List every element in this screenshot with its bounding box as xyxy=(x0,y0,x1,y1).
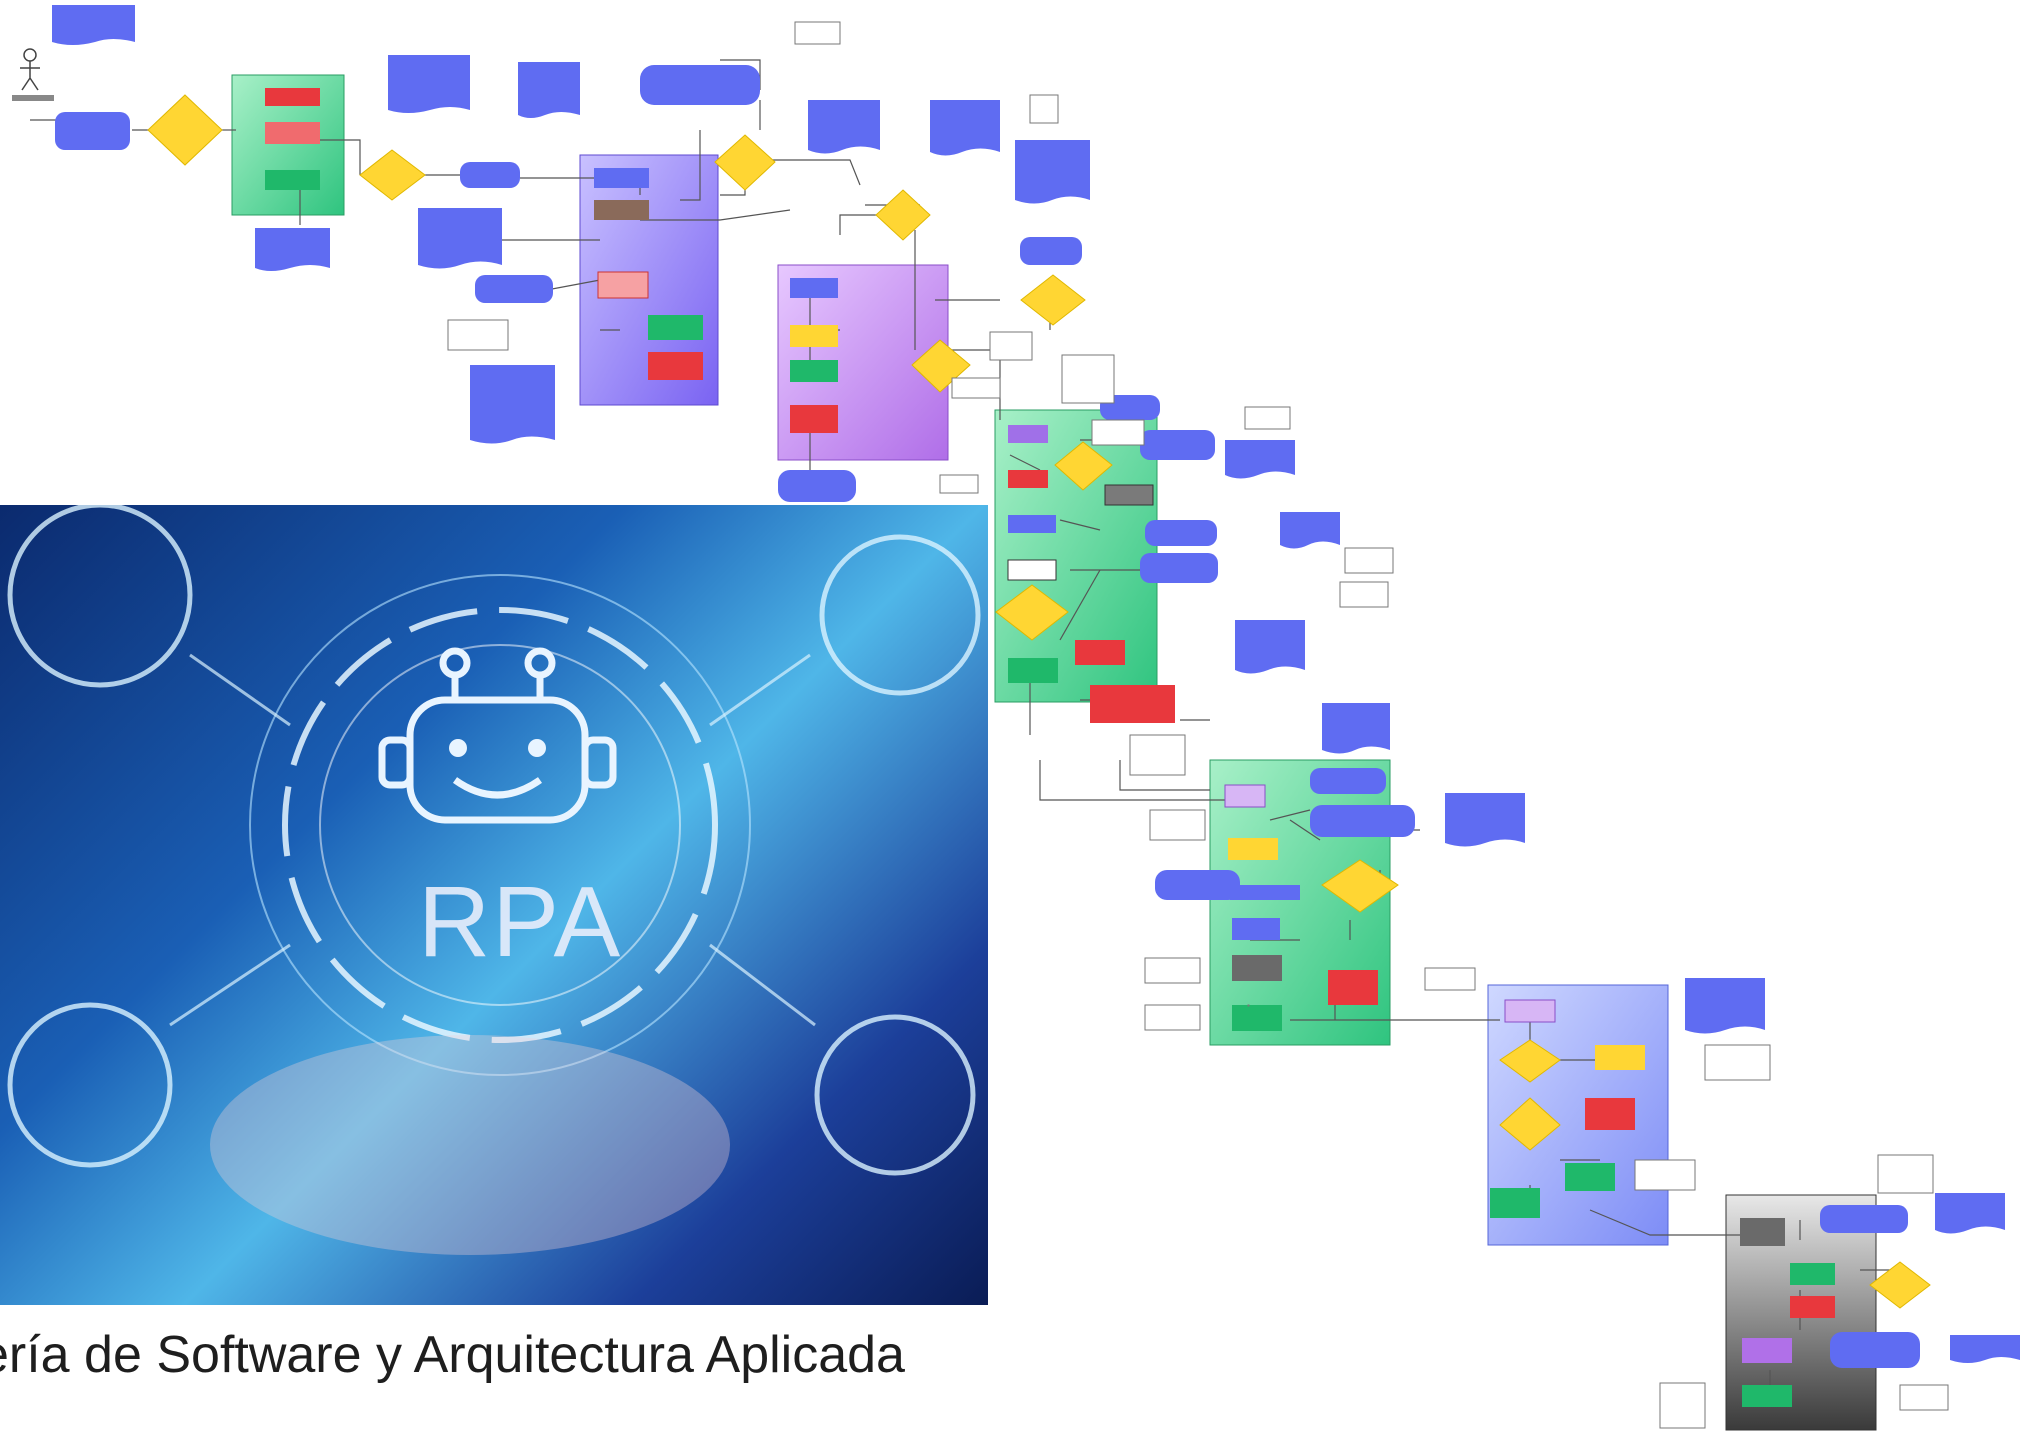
task xyxy=(1490,1188,1540,1218)
actor-icon xyxy=(20,48,40,91)
task xyxy=(1090,685,1175,723)
document xyxy=(388,55,470,113)
document xyxy=(1230,885,1300,900)
task xyxy=(1585,1098,1635,1130)
task xyxy=(1232,1005,1282,1031)
document xyxy=(1225,440,1295,479)
rpa-label: RPA xyxy=(418,866,623,978)
task xyxy=(1008,515,1056,533)
task xyxy=(594,200,649,220)
actor-label xyxy=(12,95,54,101)
process-nodes xyxy=(55,65,1920,1368)
task xyxy=(790,405,838,433)
document xyxy=(518,62,580,118)
task xyxy=(790,278,838,298)
task xyxy=(1232,955,1282,981)
document xyxy=(1322,703,1390,754)
decision-nodes xyxy=(147,94,1931,1309)
task xyxy=(1742,1385,1792,1407)
task xyxy=(648,352,703,380)
node xyxy=(1310,805,1415,837)
task xyxy=(648,315,703,340)
task xyxy=(1565,1163,1615,1191)
task xyxy=(265,122,320,144)
task xyxy=(1790,1263,1835,1285)
rpa-artwork xyxy=(7,505,981,1255)
node xyxy=(1020,237,1082,265)
document xyxy=(1015,140,1090,204)
document xyxy=(1445,793,1525,847)
document xyxy=(1685,978,1765,1034)
task xyxy=(1504,999,1556,1023)
document xyxy=(418,208,502,269)
node xyxy=(1100,395,1160,420)
task xyxy=(790,360,838,382)
document xyxy=(470,365,555,444)
task xyxy=(790,325,838,347)
node xyxy=(640,65,760,105)
document xyxy=(1935,1193,2005,1234)
task xyxy=(1007,559,1057,581)
task xyxy=(1008,425,1048,443)
node xyxy=(55,112,130,150)
node xyxy=(475,275,553,303)
node xyxy=(460,162,520,188)
task xyxy=(1008,658,1058,683)
node xyxy=(1820,1205,1908,1233)
document xyxy=(1280,512,1340,549)
slide-caption: ería de Software y Arquitectura Aplicada xyxy=(0,1326,905,1384)
task xyxy=(594,168,649,188)
node xyxy=(1140,553,1218,583)
task-boxes xyxy=(265,88,1835,1407)
node xyxy=(1155,870,1240,900)
node xyxy=(778,470,856,502)
node xyxy=(1830,1332,1920,1368)
task xyxy=(1232,918,1280,940)
node xyxy=(1140,430,1215,460)
task xyxy=(265,88,320,106)
task xyxy=(1328,970,1378,1005)
task xyxy=(1104,484,1154,506)
annotation-notes xyxy=(447,21,1949,1429)
document xyxy=(255,228,330,271)
task xyxy=(1075,640,1125,665)
task xyxy=(1224,784,1266,808)
task xyxy=(1228,838,1278,860)
task xyxy=(265,170,320,190)
node xyxy=(1310,768,1386,794)
document xyxy=(52,5,135,45)
document-nodes xyxy=(52,5,2020,1363)
task xyxy=(1742,1338,1792,1363)
document xyxy=(808,100,880,154)
task xyxy=(1790,1296,1835,1318)
document xyxy=(1235,620,1305,674)
rpa-illustration: RPA xyxy=(0,505,988,1305)
task xyxy=(1595,1045,1645,1070)
document xyxy=(930,100,1000,156)
task xyxy=(1008,470,1048,488)
robot-head-icon xyxy=(378,647,617,824)
task xyxy=(597,271,649,299)
document xyxy=(1950,1335,2020,1363)
node xyxy=(1145,520,1217,546)
task xyxy=(1740,1218,1785,1246)
